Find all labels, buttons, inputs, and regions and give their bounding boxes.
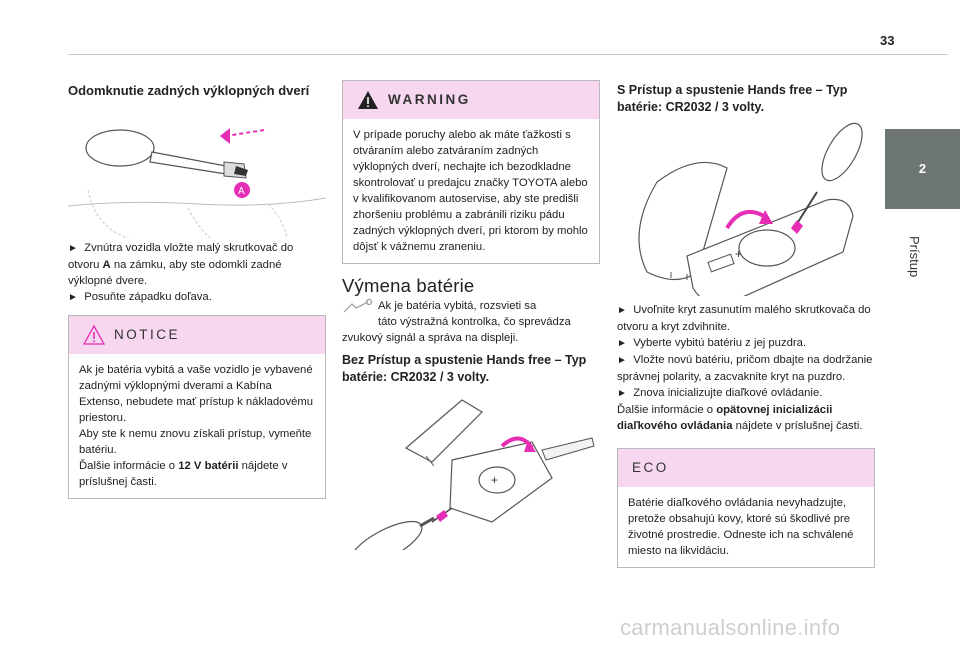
right-more-info: Ďalšie informácie o opätovnej inicializá… bbox=[617, 404, 863, 432]
warning-title: WARNING bbox=[388, 92, 471, 107]
page-number: 33 bbox=[880, 33, 895, 48]
warning-box: WARNING V prípade poruchy alebo ak máte … bbox=[342, 80, 600, 264]
tailgate-lock-illustration: A bbox=[68, 128, 326, 238]
left-column: Odomknutie zadných výklopných dverí A ► … bbox=[68, 82, 326, 499]
top-rule bbox=[68, 54, 948, 55]
svg-text:+: + bbox=[491, 473, 498, 487]
middle-column: WARNING V prípade poruchy alebo ak máte … bbox=[342, 80, 600, 550]
notice-text-2: Aby ste k nemu znovu získali prístup, vy… bbox=[79, 428, 312, 456]
arrow-right-icon: ► bbox=[617, 388, 627, 399]
arrow-right-icon: ► bbox=[68, 243, 78, 254]
arrow-right-icon: ► bbox=[617, 355, 627, 366]
right-step-3: ► Vložte novú batériu, pričom dbajte na … bbox=[617, 354, 873, 383]
warning-text: V prípade poruchy alebo ak máte ťažkosti… bbox=[353, 129, 588, 253]
right-heading: S Prístup a spustenie Hands free – Typ b… bbox=[617, 83, 848, 114]
notice-header: NOTICE bbox=[69, 316, 325, 354]
notice-text-3: Ďalšie informácie o 12 V batérii nájdete… bbox=[79, 460, 288, 488]
left-heading: Odomknutie zadných výklopných dverí bbox=[68, 83, 310, 98]
chapter-tab-label: Prístup bbox=[907, 236, 922, 278]
notice-box: NOTICE Ak je batéria vybitá a vaše vozid… bbox=[68, 315, 326, 499]
arrow-right-icon: ► bbox=[617, 305, 627, 316]
intro-line-2: táto výstražná kontrolka, čo sprevádza z… bbox=[342, 316, 571, 344]
watermark: carmanualsonline.info bbox=[620, 615, 841, 640]
right-column: S Prístup a spustenie Hands free – Typ b… bbox=[617, 82, 875, 568]
battery-warning-lamp-icon bbox=[343, 298, 373, 313]
arrow-right-icon: ► bbox=[617, 338, 627, 349]
notice-triangle-icon bbox=[83, 325, 105, 345]
arrow-right-icon: ► bbox=[68, 292, 78, 303]
eco-header: ECO bbox=[618, 449, 874, 487]
section-title: Výmena batérie bbox=[342, 275, 475, 296]
right-step-2: ► Vyberte vybitú batériu z jej puzdra. bbox=[617, 337, 807, 349]
chapter-tab[interactable]: 2 bbox=[885, 129, 960, 209]
key-fob-battery-illustration: + bbox=[349, 399, 595, 550]
eco-title: ECO bbox=[632, 460, 669, 475]
marker-a: A bbox=[238, 186, 245, 197]
warning-header: WARNING bbox=[343, 81, 599, 119]
warning-triangle-icon bbox=[358, 91, 378, 109]
sub-heading: Bez Prístup a spustenie Hands free – Typ… bbox=[342, 353, 587, 384]
left-step-1: ► Zvnútra vozidla vložte malý skrutkovač… bbox=[68, 242, 294, 287]
smart-key-battery-illustration: + bbox=[638, 122, 863, 296]
right-step-4: ► Znova inicializujte diaľkové ovládanie… bbox=[617, 387, 823, 399]
notice-text-1: Ak je batéria vybitá a vaše vozidlo je v… bbox=[79, 364, 314, 424]
eco-text: Batérie diaľkového ovládania nevyhadzujt… bbox=[628, 497, 854, 557]
right-step-1: ► Uvoľnite kryt zasunutím malého skrutko… bbox=[617, 304, 871, 333]
left-step-2: ► Posuňte západku doľava. bbox=[68, 291, 212, 303]
svg-text:+: + bbox=[735, 247, 742, 261]
eco-box: ECO Batérie diaľkového ovládania nevyhad… bbox=[617, 448, 875, 568]
intro-line-1: Ak je batéria vybitá, rozsvieti sa bbox=[378, 300, 537, 312]
notice-title: NOTICE bbox=[114, 327, 181, 342]
